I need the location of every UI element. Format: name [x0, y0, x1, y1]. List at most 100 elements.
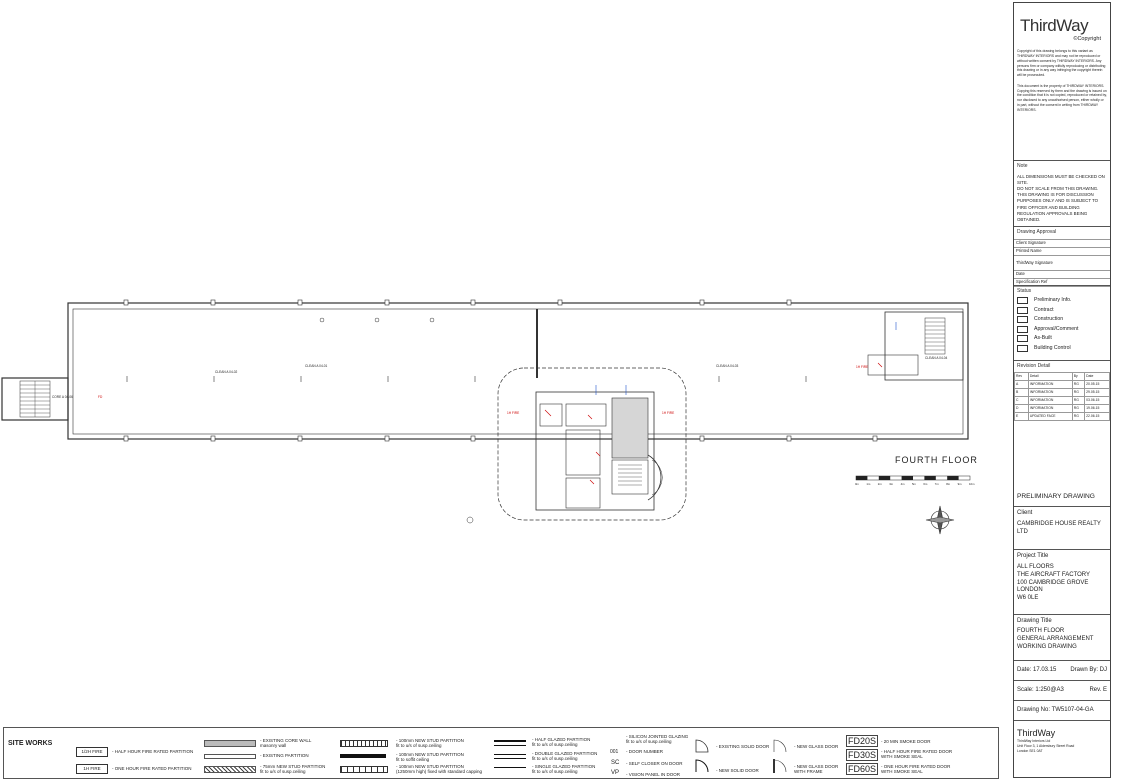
status-item[interactable]: Construction	[1017, 316, 1107, 324]
copyright-text: Copyright of this drawing belongs to thi…	[1017, 49, 1106, 78]
legend-title: SITE WORKS	[8, 740, 53, 747]
legend-item: - NEW GLASS DOOR	[794, 744, 839, 749]
drawing-scale: Scale: 1:250@A3	[1017, 687, 1064, 694]
approval-row: ThirdWay Signature	[1014, 256, 1110, 271]
existing-solid-door-icon	[695, 739, 709, 753]
drawing-stage: PRELIMINARY DRAWING	[1017, 492, 1095, 500]
double-glazed-swatch	[494, 754, 526, 759]
legend: SITE WORKS 1/2H FIRE - HALF HOUR FIRE RA…	[3, 727, 999, 779]
stud-75-swatch	[204, 766, 256, 773]
drawn-by: Drawn By: DJ	[1070, 667, 1107, 674]
checkbox	[1017, 316, 1028, 324]
half-hour-fire-key: 1/2H FIRE	[76, 747, 108, 757]
stud-soffit-swatch	[340, 754, 386, 758]
svg-text:1H FIRE: 1H FIRE	[662, 411, 674, 415]
door-number-key: 001	[610, 749, 619, 755]
room-tag: CORE A 04-06	[52, 395, 73, 399]
revision-heading: Revision Detail	[1017, 363, 1051, 369]
footer-logo: ThirdWay	[1017, 728, 1056, 738]
existing-partition-swatch	[204, 754, 256, 759]
project-heading: Project Title	[1017, 553, 1049, 559]
scale-label: 8m	[946, 482, 951, 486]
note-text: ALL DIMENSIONS MUST BE CHECKED ON SITE. …	[1017, 173, 1105, 222]
drawing-number: Drawing No: TW5107-04-GA	[1017, 707, 1094, 714]
checkbox	[1017, 325, 1028, 333]
legend-item: - EXISTING PARTITION	[260, 753, 309, 758]
scale-label: 3m	[889, 482, 894, 486]
scale-label: 4m	[901, 482, 906, 486]
title-block: ThirdWay ©Copyright Copyright of this dr…	[1013, 2, 1111, 778]
legend-item: - 75mm NEW STUD PARTITION fit to u/s of …	[260, 764, 326, 774]
central-core	[535, 391, 655, 511]
room-tag: CLEAN A 04-02	[215, 370, 238, 374]
legend-item: - HALF GLAZED PARTITION fit to u/s of su…	[532, 737, 591, 747]
client-name: CAMBRIDGE HOUSE REALTY LTD	[1017, 521, 1101, 535]
status-heading: Status	[1017, 288, 1032, 294]
scale-label: 10m	[969, 482, 975, 486]
legend-item: - DOUBLE GLAZED PARTITION fit to u/s of …	[532, 751, 598, 761]
drawing-title: FOURTH FLOOR GENERAL ARRANGEMENT WORKING…	[1017, 628, 1094, 650]
scale-label: 1m	[866, 482, 871, 486]
status-item[interactable]: Building Control	[1017, 344, 1107, 352]
room-tag: CLEAN A 04-01	[305, 364, 328, 368]
legend-item: - SELF CLOSER ON DOOR	[626, 761, 683, 766]
self-closer-key: SC	[611, 760, 620, 766]
legend-item: - HALF HOUR FIRE RATED PARTITION	[112, 749, 194, 754]
building-outline	[67, 302, 969, 440]
north-arrow	[925, 505, 955, 535]
approval-row: Specification Ref	[1014, 279, 1110, 287]
client-heading: Client	[1017, 510, 1033, 516]
approval-row: Printed Name	[1014, 248, 1110, 256]
floor-title: FOURTH FLOOR	[895, 455, 978, 465]
half-glazed-swatch	[494, 740, 526, 746]
property-text: This document is the property of THIRDWA…	[1017, 83, 1107, 112]
status-item[interactable]: As-Built	[1017, 335, 1107, 343]
svg-text:1H FIRE: 1H FIRE	[856, 365, 868, 369]
new-glass-door-frame-icon	[773, 759, 787, 773]
legend-item: - ONE HOUR FIRE RATED PARTITION	[112, 766, 192, 771]
vision-panel-key: VP	[611, 770, 620, 776]
fd30s-key: FD30S	[846, 749, 879, 761]
checkbox	[1017, 297, 1028, 305]
legend-item: - NEW SOLID DOOR	[716, 768, 759, 773]
project-title: ALL FLOORS THE AIRCRAFT FACTORY 100 CAMB…	[1017, 564, 1091, 602]
core-wall-swatch	[204, 740, 256, 747]
svg-text:1H FIRE: 1H FIRE	[507, 411, 519, 415]
legend-item: - NEW GLASS DOOR WITH FRAME	[794, 764, 839, 774]
core-enclosure	[497, 367, 687, 521]
legend-item: - SILICON JOINTED GLAZING fit to u/s of …	[626, 734, 689, 744]
status-item[interactable]: Contract	[1017, 306, 1107, 314]
status-item[interactable]: Preliminary Info.	[1017, 297, 1107, 305]
status-item[interactable]: Approval/Comment	[1017, 325, 1107, 333]
approval-row: Date	[1014, 271, 1110, 279]
legend-item: - EXISTING SOLID DOOR	[716, 744, 770, 749]
drawing-rev: Rev. E	[1089, 687, 1107, 694]
one-hour-fire-key: 1H FIRE	[76, 764, 108, 774]
legend-item: - 100mm NEW STUD PARTITION fit to u/s of…	[396, 738, 464, 748]
scale-label: 6m	[923, 482, 928, 486]
drawing-title-heading: Drawing Title	[1017, 618, 1052, 624]
approval-heading: Drawing Approval	[1017, 229, 1057, 235]
footer-address: ThirdWay Interiors Ltd Unit Floor 3, 1 A…	[1017, 739, 1075, 753]
floor-plan: 1H FIRE 1H FIRE 1H FIRE FD CLEAN A 04-01…	[1, 299, 978, 535]
company-logo: ThirdWay	[1020, 16, 1089, 35]
note-heading: Note	[1017, 163, 1028, 169]
checkbox	[1017, 335, 1028, 343]
right-core	[884, 311, 964, 381]
new-glass-door-icon	[773, 739, 787, 753]
legend-item: - 20 MIN SMOKE DOOR	[881, 739, 931, 744]
copyright-mark: ©Copyright	[1073, 35, 1101, 42]
single-glazed-swatch	[494, 767, 526, 768]
checkbox	[1017, 344, 1028, 352]
legend-item: - ONE HOUR FIRE RATED DOOR WITH SMOKE SE…	[881, 764, 951, 774]
room-tag: CLEAN A 04-03	[716, 364, 739, 368]
scale-label: 7m	[935, 482, 940, 486]
legend-item: - DOOR NUMBER	[626, 749, 663, 754]
